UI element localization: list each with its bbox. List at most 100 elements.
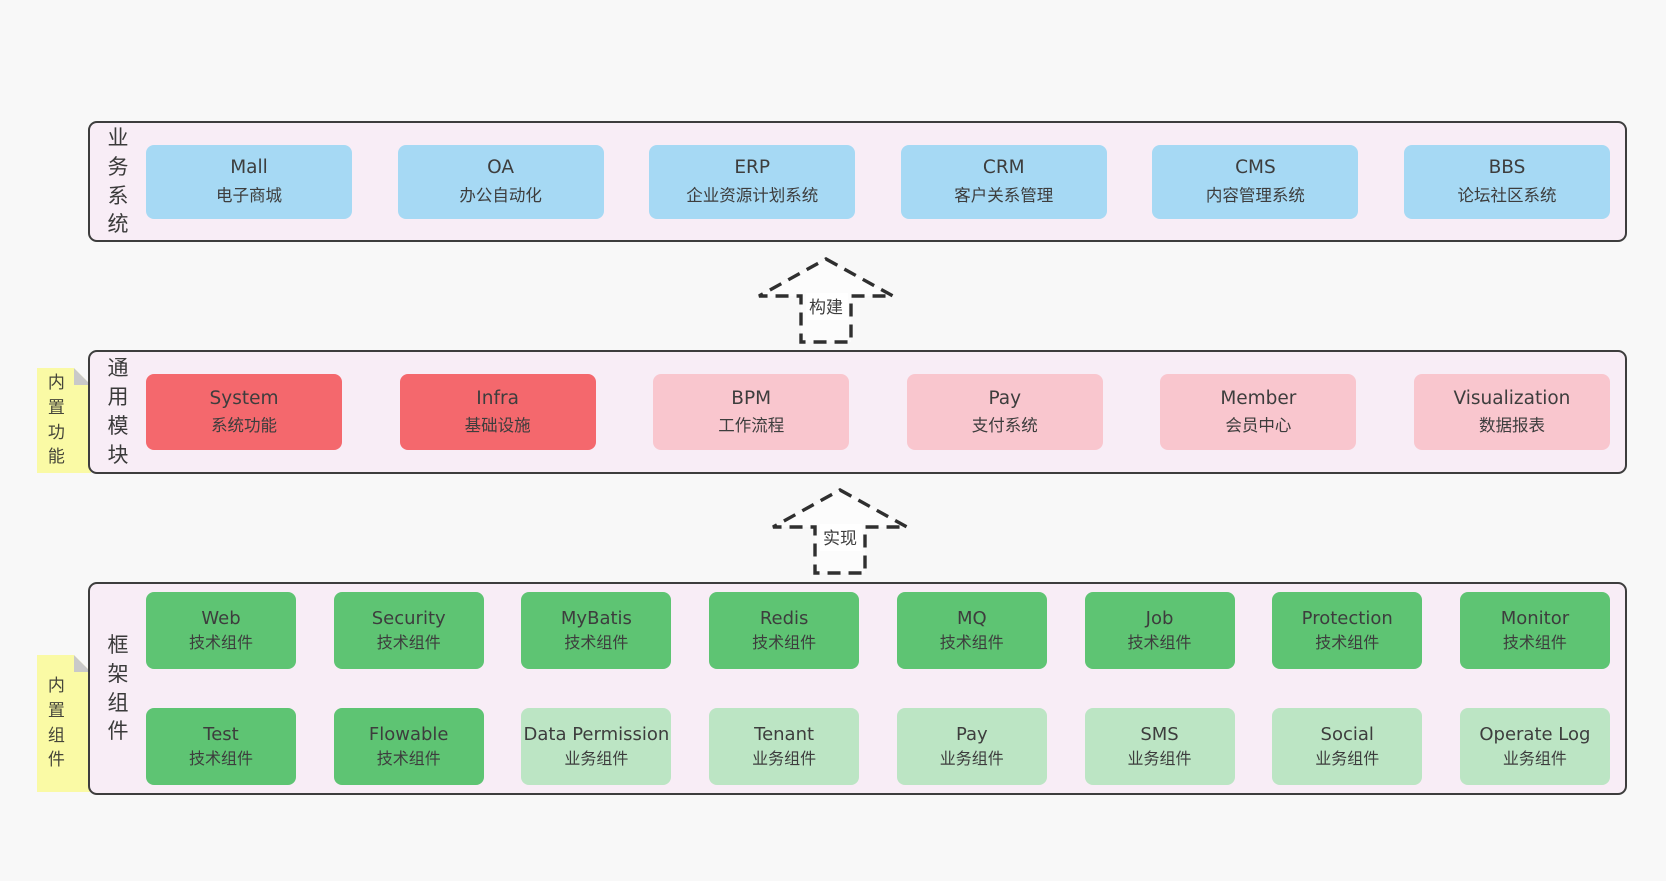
- box-title: Monitor: [1500, 608, 1570, 630]
- panel-label-text: 业务系统: [107, 125, 129, 237]
- box-subtitle: 业务组件: [1502, 748, 1567, 768]
- box-member: Member 会员中心: [1160, 374, 1357, 450]
- box-title: CMS: [1235, 157, 1276, 179]
- box-protection: Protection 技术组件: [1272, 592, 1423, 669]
- arrow-build-label: 构建: [809, 298, 843, 318]
- box-subtitle: 论坛社区系统: [1457, 185, 1557, 205]
- box-title: CRM: [982, 157, 1025, 179]
- box-title: MyBatis: [560, 608, 632, 630]
- box-job: Job 技术组件: [1084, 592, 1235, 669]
- box-bbs: BBS 论坛社区系统: [1403, 144, 1610, 219]
- box-cms: CMS 内容管理系统: [1152, 144, 1359, 219]
- box-infra: Infra 基础设施: [399, 374, 596, 450]
- business-systems-row: Mall 电子商城 OA 办公自动化 ERP 企业资源计划系统 CRM 客户关系…: [146, 123, 1625, 240]
- box-oa: OA 办公自动化: [397, 144, 604, 219]
- box-subtitle: 工作流程: [718, 416, 785, 436]
- box-title: Web: [201, 608, 241, 630]
- panel-label-common-modules: 通用模块: [90, 352, 146, 472]
- arrow-implement-label: 实现: [823, 529, 857, 549]
- box-subtitle: 技术组件: [752, 632, 817, 652]
- box-title: ERP: [734, 157, 771, 179]
- box-title: Data Permission: [523, 724, 670, 746]
- dashed-up-arrow-icon: 实现: [772, 488, 908, 575]
- panel-label-text: 通用模块: [107, 356, 129, 467]
- box-test: Test 技术组件: [146, 708, 296, 785]
- dashed-up-arrow-icon: 构建: [758, 257, 894, 344]
- panel-label-text: 框架组件: [107, 632, 129, 744]
- box-subtitle: 会员中心: [1225, 416, 1292, 436]
- box-flowable: Flowable 技术组件: [333, 708, 484, 785]
- box-security: Security 技术组件: [333, 592, 484, 669]
- box-subtitle: 技术组件: [376, 632, 441, 652]
- box-subtitle: 业务组件: [1315, 748, 1380, 768]
- sticky-note-built-in-features: 内置功能: [37, 368, 91, 473]
- box-subtitle: 内容管理系统: [1205, 185, 1305, 205]
- box-subtitle: 支付系统: [971, 416, 1038, 436]
- box-title: OA: [487, 157, 515, 179]
- box-title: Redis: [759, 608, 809, 630]
- box-bpm: BPM 工作流程: [653, 374, 850, 450]
- box-mybatis: MyBatis 技术组件: [521, 592, 672, 669]
- note-text: 内置组件: [47, 675, 65, 771]
- box-mall: Mall 电子商城: [146, 144, 352, 219]
- box-subtitle: 技术组件: [1502, 632, 1567, 652]
- box-redis: Redis 技术组件: [709, 592, 860, 669]
- box-pay-component: Pay 业务组件: [896, 708, 1047, 785]
- box-title: Job: [1145, 608, 1174, 630]
- box-subtitle: 数据报表: [1478, 416, 1545, 436]
- panel-common-modules: 通用模块 System 系统功能 Infra 基础设施 BPM 工作流程 Pay…: [88, 350, 1627, 474]
- box-subtitle: 业务组件: [939, 748, 1004, 768]
- panel-label-business-systems: 业务系统: [90, 123, 146, 240]
- sticky-note-built-in-components: 内置组件: [37, 655, 91, 792]
- box-subtitle: 系统功能: [211, 416, 277, 436]
- box-title: Security: [371, 608, 446, 630]
- box-subtitle: 技术组件: [1315, 632, 1380, 652]
- box-title: Infra: [476, 387, 519, 409]
- box-pay-module: Pay 支付系统: [906, 374, 1103, 450]
- framework-components-grid: Web 技术组件 Security 技术组件 MyBatis 技术组件 Redi…: [146, 584, 1625, 793]
- arrow-build: 构建: [756, 256, 896, 346]
- panel-framework-components: 框架组件 Web 技术组件 Security 技术组件 MyBatis 技术组件…: [88, 582, 1627, 795]
- box-title: BBS: [1488, 157, 1526, 179]
- box-title: Tenant: [754, 724, 815, 746]
- box-subtitle: 基础设施: [464, 416, 531, 436]
- box-subtitle: 客户关系管理: [954, 185, 1054, 205]
- box-data-permission: Data Permission 业务组件: [521, 708, 672, 785]
- box-subtitle: 业务组件: [1127, 748, 1192, 768]
- box-subtitle: 技术组件: [376, 748, 441, 768]
- box-web: Web 技术组件: [146, 592, 296, 669]
- box-subtitle: 技术组件: [188, 748, 253, 768]
- box-title: Mall: [230, 157, 268, 179]
- framework-row-2: Test 技术组件 Flowable 技术组件 Data Permission …: [146, 700, 1610, 793]
- box-title: Member: [1220, 387, 1297, 409]
- panel-label-framework-components: 框架组件: [90, 584, 146, 793]
- box-title: SMS: [1140, 724, 1179, 746]
- arrow-implement: 实现: [770, 487, 910, 577]
- common-modules-row: System 系统功能 Infra 基础设施 BPM 工作流程 Pay 支付系统…: [146, 352, 1625, 472]
- box-subtitle: 业务组件: [752, 748, 817, 768]
- box-sms: SMS 业务组件: [1084, 708, 1235, 785]
- box-subtitle: 企业资源计划系统: [686, 185, 819, 205]
- panel-business-systems: 业务系统 Mall 电子商城 OA 办公自动化 ERP 企业资源计划系统 CRM…: [88, 121, 1627, 242]
- box-subtitle: 电子商城: [216, 185, 282, 205]
- box-title: Visualization: [1453, 387, 1571, 409]
- box-mq: MQ 技术组件: [896, 592, 1047, 669]
- box-title: Test: [203, 724, 239, 746]
- box-operate-log: Operate Log 业务组件: [1459, 708, 1610, 785]
- box-title: System: [209, 387, 279, 409]
- box-subtitle: 技术组件: [188, 632, 253, 652]
- note-text: 内置功能: [47, 372, 65, 468]
- box-title: MQ: [956, 608, 987, 630]
- box-subtitle: 技术组件: [939, 632, 1004, 652]
- box-visualization: Visualization 数据报表: [1413, 374, 1610, 450]
- box-subtitle: 技术组件: [1127, 632, 1192, 652]
- box-title: Pay: [988, 387, 1022, 409]
- box-subtitle: 技术组件: [564, 632, 629, 652]
- box-subtitle: 业务组件: [564, 748, 629, 768]
- box-title: Social: [1320, 724, 1374, 746]
- box-social: Social 业务组件: [1272, 708, 1423, 785]
- box-monitor: Monitor 技术组件: [1459, 592, 1610, 669]
- box-tenant: Tenant 业务组件: [709, 708, 860, 785]
- box-erp: ERP 企业资源计划系统: [649, 144, 856, 219]
- box-title: Protection: [1301, 608, 1393, 630]
